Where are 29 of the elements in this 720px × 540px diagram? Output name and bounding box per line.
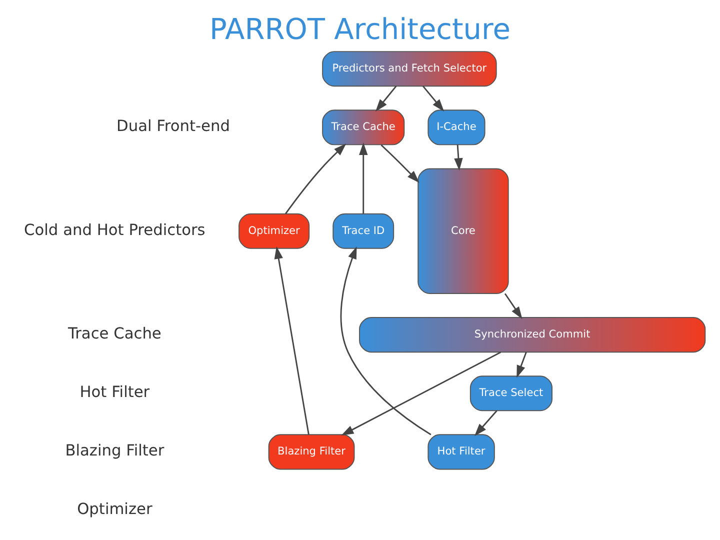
node-box: Optimizer: [238, 213, 310, 249]
node-box: Blazing Filter: [268, 434, 355, 470]
label: Blazing Filter: [65, 442, 164, 460]
arrow: [341, 352, 502, 436]
node-box: Core: [418, 168, 509, 294]
node-box: I-Cache: [428, 110, 486, 146]
label: Cold and Hot Predictors: [24, 220, 206, 239]
arrow: [474, 410, 498, 436]
node-box: Trace Cache: [322, 110, 405, 146]
label: Optimizer: [77, 500, 152, 518]
label: Hot Filter: [80, 383, 150, 402]
arrow: [285, 144, 346, 214]
node-box: Trace Select: [470, 376, 552, 412]
arrow: [422, 86, 444, 112]
label: Trace Cache: [68, 324, 162, 342]
diagram-title: PARROT Architecture: [210, 12, 510, 46]
node-box: Hot Filter: [428, 434, 495, 470]
arrow: [380, 144, 420, 183]
arrow: [358, 142, 368, 214]
arrow: [504, 293, 522, 320]
arrow: [516, 352, 527, 378]
node-box: Predictors and Fetch Selector: [322, 51, 497, 87]
arrow: [454, 144, 463, 171]
label: Dual Front-end: [116, 117, 230, 136]
arrow: [375, 86, 397, 112]
node-box: Synchronized Commit: [359, 317, 706, 353]
arrow: [340, 246, 432, 436]
arrow: [274, 246, 310, 435]
node-box: Trace ID: [332, 213, 394, 249]
